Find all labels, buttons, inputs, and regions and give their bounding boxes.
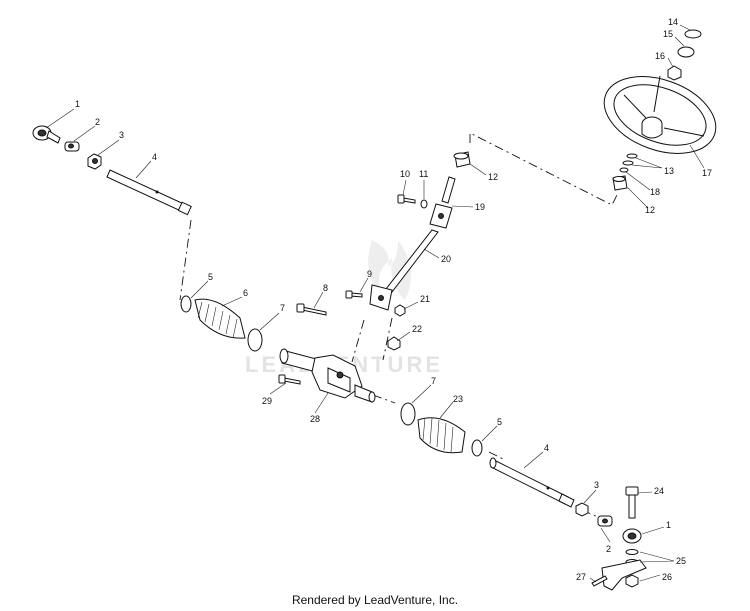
callout-16: 16 <box>655 51 665 61</box>
callout-29: 29 <box>262 396 272 406</box>
callout-12-upper: 12 <box>488 172 498 182</box>
callout-5-right: 5 <box>497 417 502 427</box>
boot-seal-left[interactable] <box>247 328 263 352</box>
upper-pinch-bolt[interactable] <box>397 194 416 204</box>
steering-wheel-cap[interactable] <box>684 29 702 39</box>
callout-4-right: 4 <box>544 443 549 453</box>
steering-shaft-u-joint[interactable] <box>429 176 456 229</box>
assembly-dash-lines <box>179 132 619 518</box>
boot-ring-right[interactable] <box>471 439 483 457</box>
callout-23: 23 <box>453 394 463 404</box>
callout-25: 25 <box>676 556 686 566</box>
callout-4: 4 <box>152 152 157 162</box>
callout-19: 19 <box>475 202 485 212</box>
callout-10: 10 <box>400 169 410 179</box>
castle-nut[interactable] <box>625 574 639 588</box>
steering-boot-left[interactable] <box>194 298 246 339</box>
callout-11: 11 <box>419 169 428 179</box>
tie-rod-right[interactable] <box>489 457 575 508</box>
callout-7: 7 <box>280 303 285 313</box>
steering-washers[interactable] <box>622 153 638 166</box>
callout-8: 8 <box>323 283 328 293</box>
callout-3: 3 <box>119 130 124 140</box>
callout-9: 9 <box>367 269 372 279</box>
callout-15: 15 <box>663 29 673 39</box>
steering-wheel-cap-base[interactable] <box>677 46 695 58</box>
tie-rod-end-left[interactable] <box>32 125 61 144</box>
boot-seal-right[interactable] <box>400 402 416 426</box>
leader-lines <box>45 24 705 583</box>
callout-13: 13 <box>664 166 674 176</box>
tie-rod-end-bolt[interactable] <box>625 486 639 519</box>
tie-rod-left[interactable] <box>106 169 192 216</box>
callout-27: 27 <box>576 572 586 582</box>
boot-clamp-left[interactable] <box>64 141 80 152</box>
callout-17: 17 <box>702 168 712 178</box>
callout-7-right: 7 <box>431 376 436 386</box>
callout-1: 1 <box>75 99 80 109</box>
callout-22: 22 <box>412 324 422 334</box>
tie-rod-end-right[interactable] <box>622 528 642 544</box>
jam-nut-right[interactable] <box>575 502 589 517</box>
u-joint-pinch-bolt[interactable] <box>345 290 363 299</box>
steering-column-bushing-lower[interactable] <box>612 175 628 191</box>
nut-22[interactable] <box>387 336 401 351</box>
steering-wheel[interactable] <box>594 62 727 167</box>
callout-28: 28 <box>310 414 320 424</box>
callout-2: 2 <box>95 117 100 127</box>
callout-12-lower: 12 <box>645 205 655 215</box>
callout-5: 5 <box>208 272 213 282</box>
mounting-bolt[interactable] <box>296 303 327 316</box>
callout-20: 20 <box>441 254 451 264</box>
callout-18: 18 <box>650 187 660 197</box>
jam-nut-left[interactable] <box>87 153 102 170</box>
steering-rack-assembly[interactable] <box>279 348 376 403</box>
footer-credit: Rendered by LeadVenture, Inc. <box>291 593 459 607</box>
callout-1-right: 1 <box>666 520 671 530</box>
callout-26: 26 <box>662 572 672 582</box>
callout-6: 6 <box>243 288 248 298</box>
boot-clamp-right[interactable] <box>597 515 613 527</box>
callout-2-right: 2 <box>606 544 611 554</box>
intermediate-steering-shaft[interactable] <box>369 229 439 311</box>
washer-upper[interactable] <box>420 199 428 209</box>
callout-21: 21 <box>420 294 430 304</box>
boot-ring-left[interactable] <box>180 295 192 313</box>
callout-3-right: 3 <box>594 480 599 490</box>
spindle-arm-bracket[interactable] <box>601 559 647 591</box>
callout-24: 24 <box>654 486 664 496</box>
rack-mounting-bolt[interactable] <box>278 374 301 385</box>
nut-21[interactable] <box>394 304 406 317</box>
cotter-pin[interactable] <box>591 575 608 587</box>
steering-wheel-nut[interactable] <box>667 65 682 81</box>
callout-14: 14 <box>668 17 678 27</box>
steering-boot-right[interactable] <box>417 417 466 454</box>
callout-labels: 1 2 3 4 5 6 7 8 9 10 11 12 12 13 14 15 1… <box>75 17 712 582</box>
steering-column-bushing-upper[interactable] <box>453 151 471 168</box>
retaining-ring[interactable] <box>619 167 629 173</box>
